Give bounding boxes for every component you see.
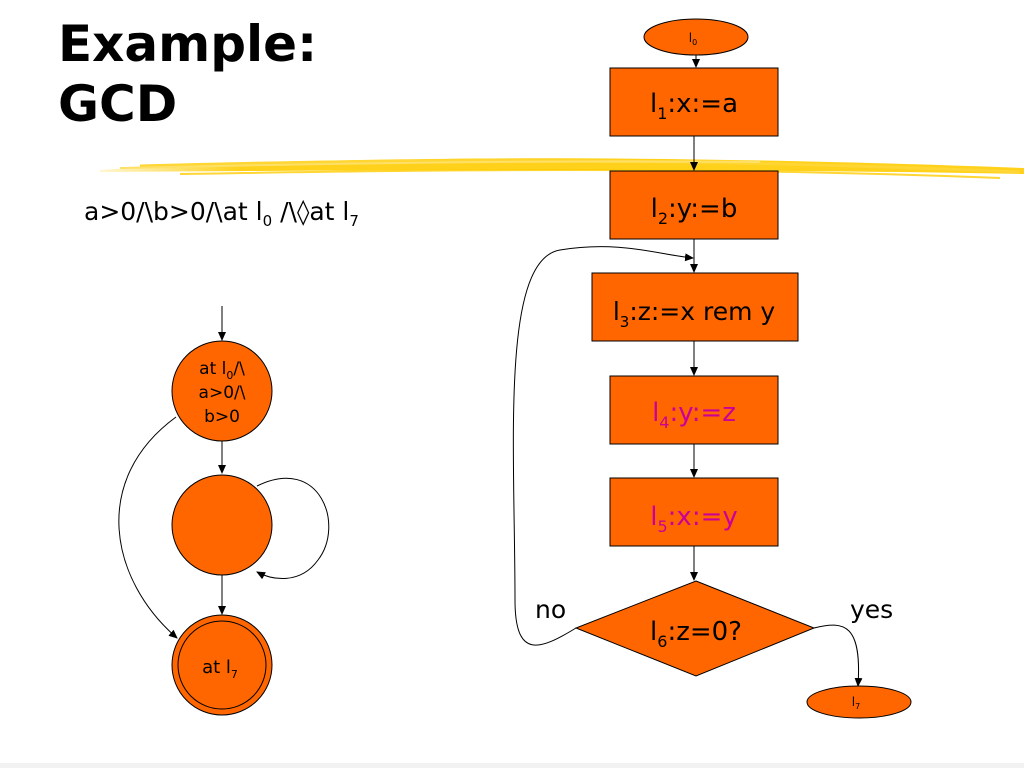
formula-sub-1: 0 bbox=[262, 212, 273, 230]
formula-part-1: a>0/\b>0/\at l bbox=[84, 197, 263, 226]
flowchart-end-label: l7 bbox=[852, 695, 860, 711]
flowchart-step-l5-label: l5:x:=y bbox=[650, 502, 738, 536]
label-no: no bbox=[535, 595, 566, 624]
slide-title: Example: GCD bbox=[58, 14, 317, 134]
flowchart-decision-l6-label: l6:z=0? bbox=[650, 617, 742, 651]
title-line-2: GCD bbox=[58, 75, 178, 133]
label-yes: yes bbox=[850, 595, 893, 624]
automaton-initial-state-line2: a>0/\ bbox=[199, 383, 246, 403]
formula-part-2: /\◊ bbox=[272, 197, 310, 226]
flowchart-step-l3-label: l3:z:=x rem y bbox=[613, 297, 776, 331]
automaton-initial-state-line3: b>0 bbox=[204, 407, 240, 427]
automaton-self-loop bbox=[256, 478, 330, 580]
slide-footer-bar bbox=[0, 763, 1024, 768]
arrow-no-loop-to-l3 bbox=[512, 246, 694, 646]
flowchart-step-l4-label: l4:y:=z bbox=[652, 398, 736, 432]
buchi-automaton: at l0/\ a>0/\ b>0 at l7 bbox=[118, 306, 330, 716]
flowchart-step-l1-label: l1:x:=a bbox=[650, 89, 738, 123]
formula-sub-2: 7 bbox=[349, 212, 359, 230]
title-underline bbox=[100, 158, 1024, 179]
automaton-final-state-inner bbox=[177, 620, 267, 710]
flowchart-decision-l6 bbox=[574, 580, 816, 677]
title-line-1: Example: bbox=[58, 15, 318, 73]
automaton-final-state bbox=[171, 614, 273, 716]
automaton-final-state-label: at l7 bbox=[202, 657, 238, 681]
flowchart-start-node bbox=[643, 18, 749, 56]
flowchart: l0 l1:x:=a l2:y:=b l3:z:=x rem y l4:y:=z… bbox=[512, 18, 912, 719]
arrow-initial-to-final bbox=[118, 416, 178, 639]
flowchart-start-label: l0 bbox=[689, 31, 697, 47]
arrow-yes-to-l7 bbox=[813, 624, 863, 687]
flowchart-step-l1 bbox=[609, 67, 779, 137]
automaton-initial-state-label: at l0/\ bbox=[199, 359, 245, 382]
automaton-middle-state bbox=[171, 474, 273, 576]
flowchart-step-l3 bbox=[591, 272, 799, 342]
flowchart-step-l5 bbox=[609, 477, 779, 547]
ltl-formula: a>0/\b>0/\at l0 /\◊at l7 bbox=[84, 197, 359, 230]
flowchart-end-node bbox=[806, 685, 912, 719]
formula-part-3: at l bbox=[309, 197, 350, 226]
flowchart-step-l2-label: l2:y:=b bbox=[651, 194, 738, 228]
